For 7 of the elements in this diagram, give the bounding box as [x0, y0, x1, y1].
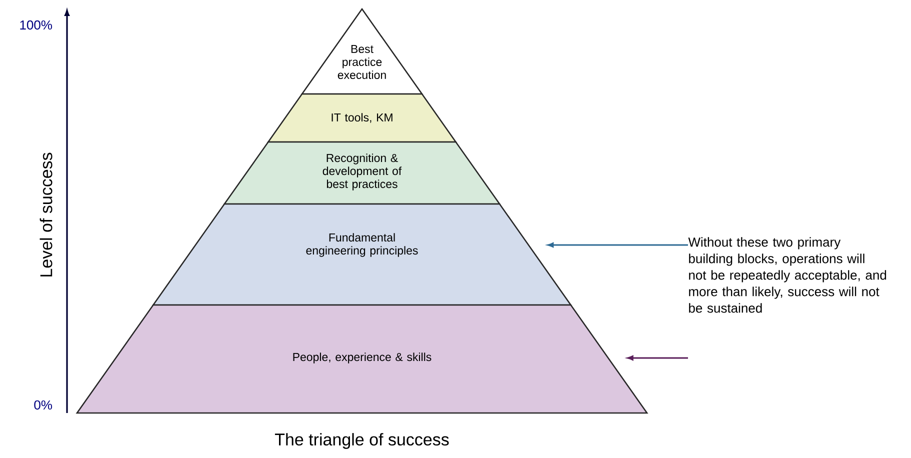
- arrow: [627, 356, 688, 360]
- arrow: [548, 242, 688, 248]
- axis-label: 100%: [20, 20, 52, 30]
- annotation-text: Without these two primary building blocks, operations will not be repeatedly acceptable, and more than likely, success will not be sustained: [688, 237, 886, 313]
- axis-label: 0%: [34, 400, 52, 410]
- axis-title: Level of success: [40, 152, 52, 276]
- caption: The triangle of success: [274, 433, 449, 449]
